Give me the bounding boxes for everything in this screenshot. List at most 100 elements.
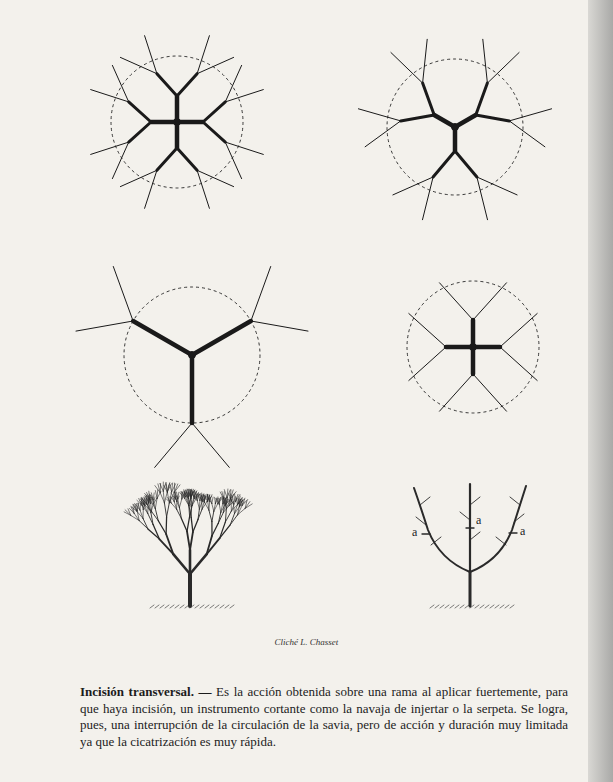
tree-branch xyxy=(166,484,168,492)
shoot-line xyxy=(251,267,271,322)
tree-branch xyxy=(187,517,190,532)
tree-branch xyxy=(165,517,167,534)
tree-branch xyxy=(170,497,171,503)
tree-branch xyxy=(219,498,220,504)
ground-hatch xyxy=(155,605,159,608)
lateral-shoot xyxy=(514,514,524,522)
tree-branch xyxy=(212,523,218,536)
tree-branch xyxy=(146,498,148,504)
tree-branch xyxy=(236,498,237,505)
shoot-line xyxy=(197,57,234,73)
tree-branch xyxy=(190,532,193,550)
tree-branch xyxy=(245,504,252,509)
shoot-line xyxy=(197,36,209,74)
tree-branch xyxy=(204,495,207,501)
ground-hatch xyxy=(190,605,194,608)
tree-branch xyxy=(179,499,181,508)
tree-branch xyxy=(197,501,199,509)
tree-branch xyxy=(178,499,180,508)
tree-branch xyxy=(125,510,131,516)
tree-branch xyxy=(151,504,152,512)
tree-branch xyxy=(158,521,166,534)
secondary-branch xyxy=(129,122,151,142)
ground-hatch xyxy=(165,605,169,608)
scan-shadow xyxy=(588,0,613,782)
ground-hatch xyxy=(440,605,444,608)
ground-hatch xyxy=(445,605,449,608)
tree-branch xyxy=(207,538,220,554)
tree-branch xyxy=(223,492,225,499)
tree-branch xyxy=(179,508,181,519)
tree-branch xyxy=(230,515,237,525)
callout-letter: a xyxy=(520,525,525,537)
tree-trunk xyxy=(188,574,192,606)
ground-hatch xyxy=(225,605,229,608)
tree-branch xyxy=(225,511,231,522)
ground-hatch xyxy=(430,605,434,608)
tree-branch xyxy=(214,504,218,512)
tree-branch xyxy=(188,493,191,499)
tree-branch xyxy=(133,507,134,513)
tree-branch xyxy=(138,503,140,510)
tree-branch xyxy=(153,500,155,509)
tree-branch xyxy=(142,506,148,514)
shoot-line xyxy=(500,347,537,381)
tree-branch xyxy=(191,507,192,518)
shoot-line xyxy=(76,321,133,331)
ground-hatch xyxy=(435,605,439,608)
tree-branch xyxy=(207,494,209,501)
tree-branch xyxy=(185,493,189,499)
main-branch xyxy=(133,321,192,355)
secondary-branch xyxy=(423,83,435,115)
shoot-line xyxy=(393,177,433,195)
shoot-line xyxy=(145,36,157,74)
tree-branch xyxy=(216,498,219,504)
ground-hatch xyxy=(450,605,454,608)
main-branch xyxy=(190,355,195,423)
tree-branch xyxy=(202,496,205,503)
main-branch xyxy=(434,115,455,127)
main-branch xyxy=(177,120,203,125)
tree-branch xyxy=(212,511,214,521)
lateral-shoot xyxy=(496,537,506,545)
ground-hatch xyxy=(495,605,499,608)
ground-hatch xyxy=(465,605,469,608)
ground-hatch xyxy=(480,605,484,608)
ground-hatch xyxy=(455,605,459,608)
tree-branch xyxy=(139,521,148,529)
shoot-line xyxy=(225,142,241,179)
tree-branch xyxy=(177,492,178,499)
shoot-line xyxy=(113,267,133,322)
ground-hatch xyxy=(175,605,179,608)
shoot-line xyxy=(120,57,156,73)
shoot-line xyxy=(145,170,157,208)
ground-hatch xyxy=(170,605,174,608)
tree-branch xyxy=(174,492,177,499)
tree-branch xyxy=(171,497,174,502)
tree-branch xyxy=(158,484,160,493)
secondary-branch xyxy=(157,74,177,96)
tree-branch xyxy=(153,525,159,540)
ground-hatch xyxy=(470,605,474,608)
tree-branch xyxy=(176,499,180,508)
tree-branch xyxy=(191,492,193,499)
callout-letter: a xyxy=(412,526,417,538)
tree-branch xyxy=(148,513,153,524)
shoot-line xyxy=(473,374,507,411)
main-branch xyxy=(471,347,476,374)
tree-branch xyxy=(238,506,243,515)
ground-hatch xyxy=(160,605,164,608)
tree-branch xyxy=(189,497,191,506)
tree-branch xyxy=(155,509,158,521)
main-branch xyxy=(455,115,476,127)
tree-branch xyxy=(208,501,210,510)
lateral-shoot xyxy=(510,497,520,505)
tree-branch xyxy=(147,505,152,512)
main-branch xyxy=(175,122,180,148)
secondary-branch xyxy=(129,102,151,122)
main-branch xyxy=(192,321,251,355)
shoot-line xyxy=(409,314,446,348)
tree-branch xyxy=(222,492,224,499)
tree-branch xyxy=(212,504,214,512)
main-branch xyxy=(471,320,476,347)
